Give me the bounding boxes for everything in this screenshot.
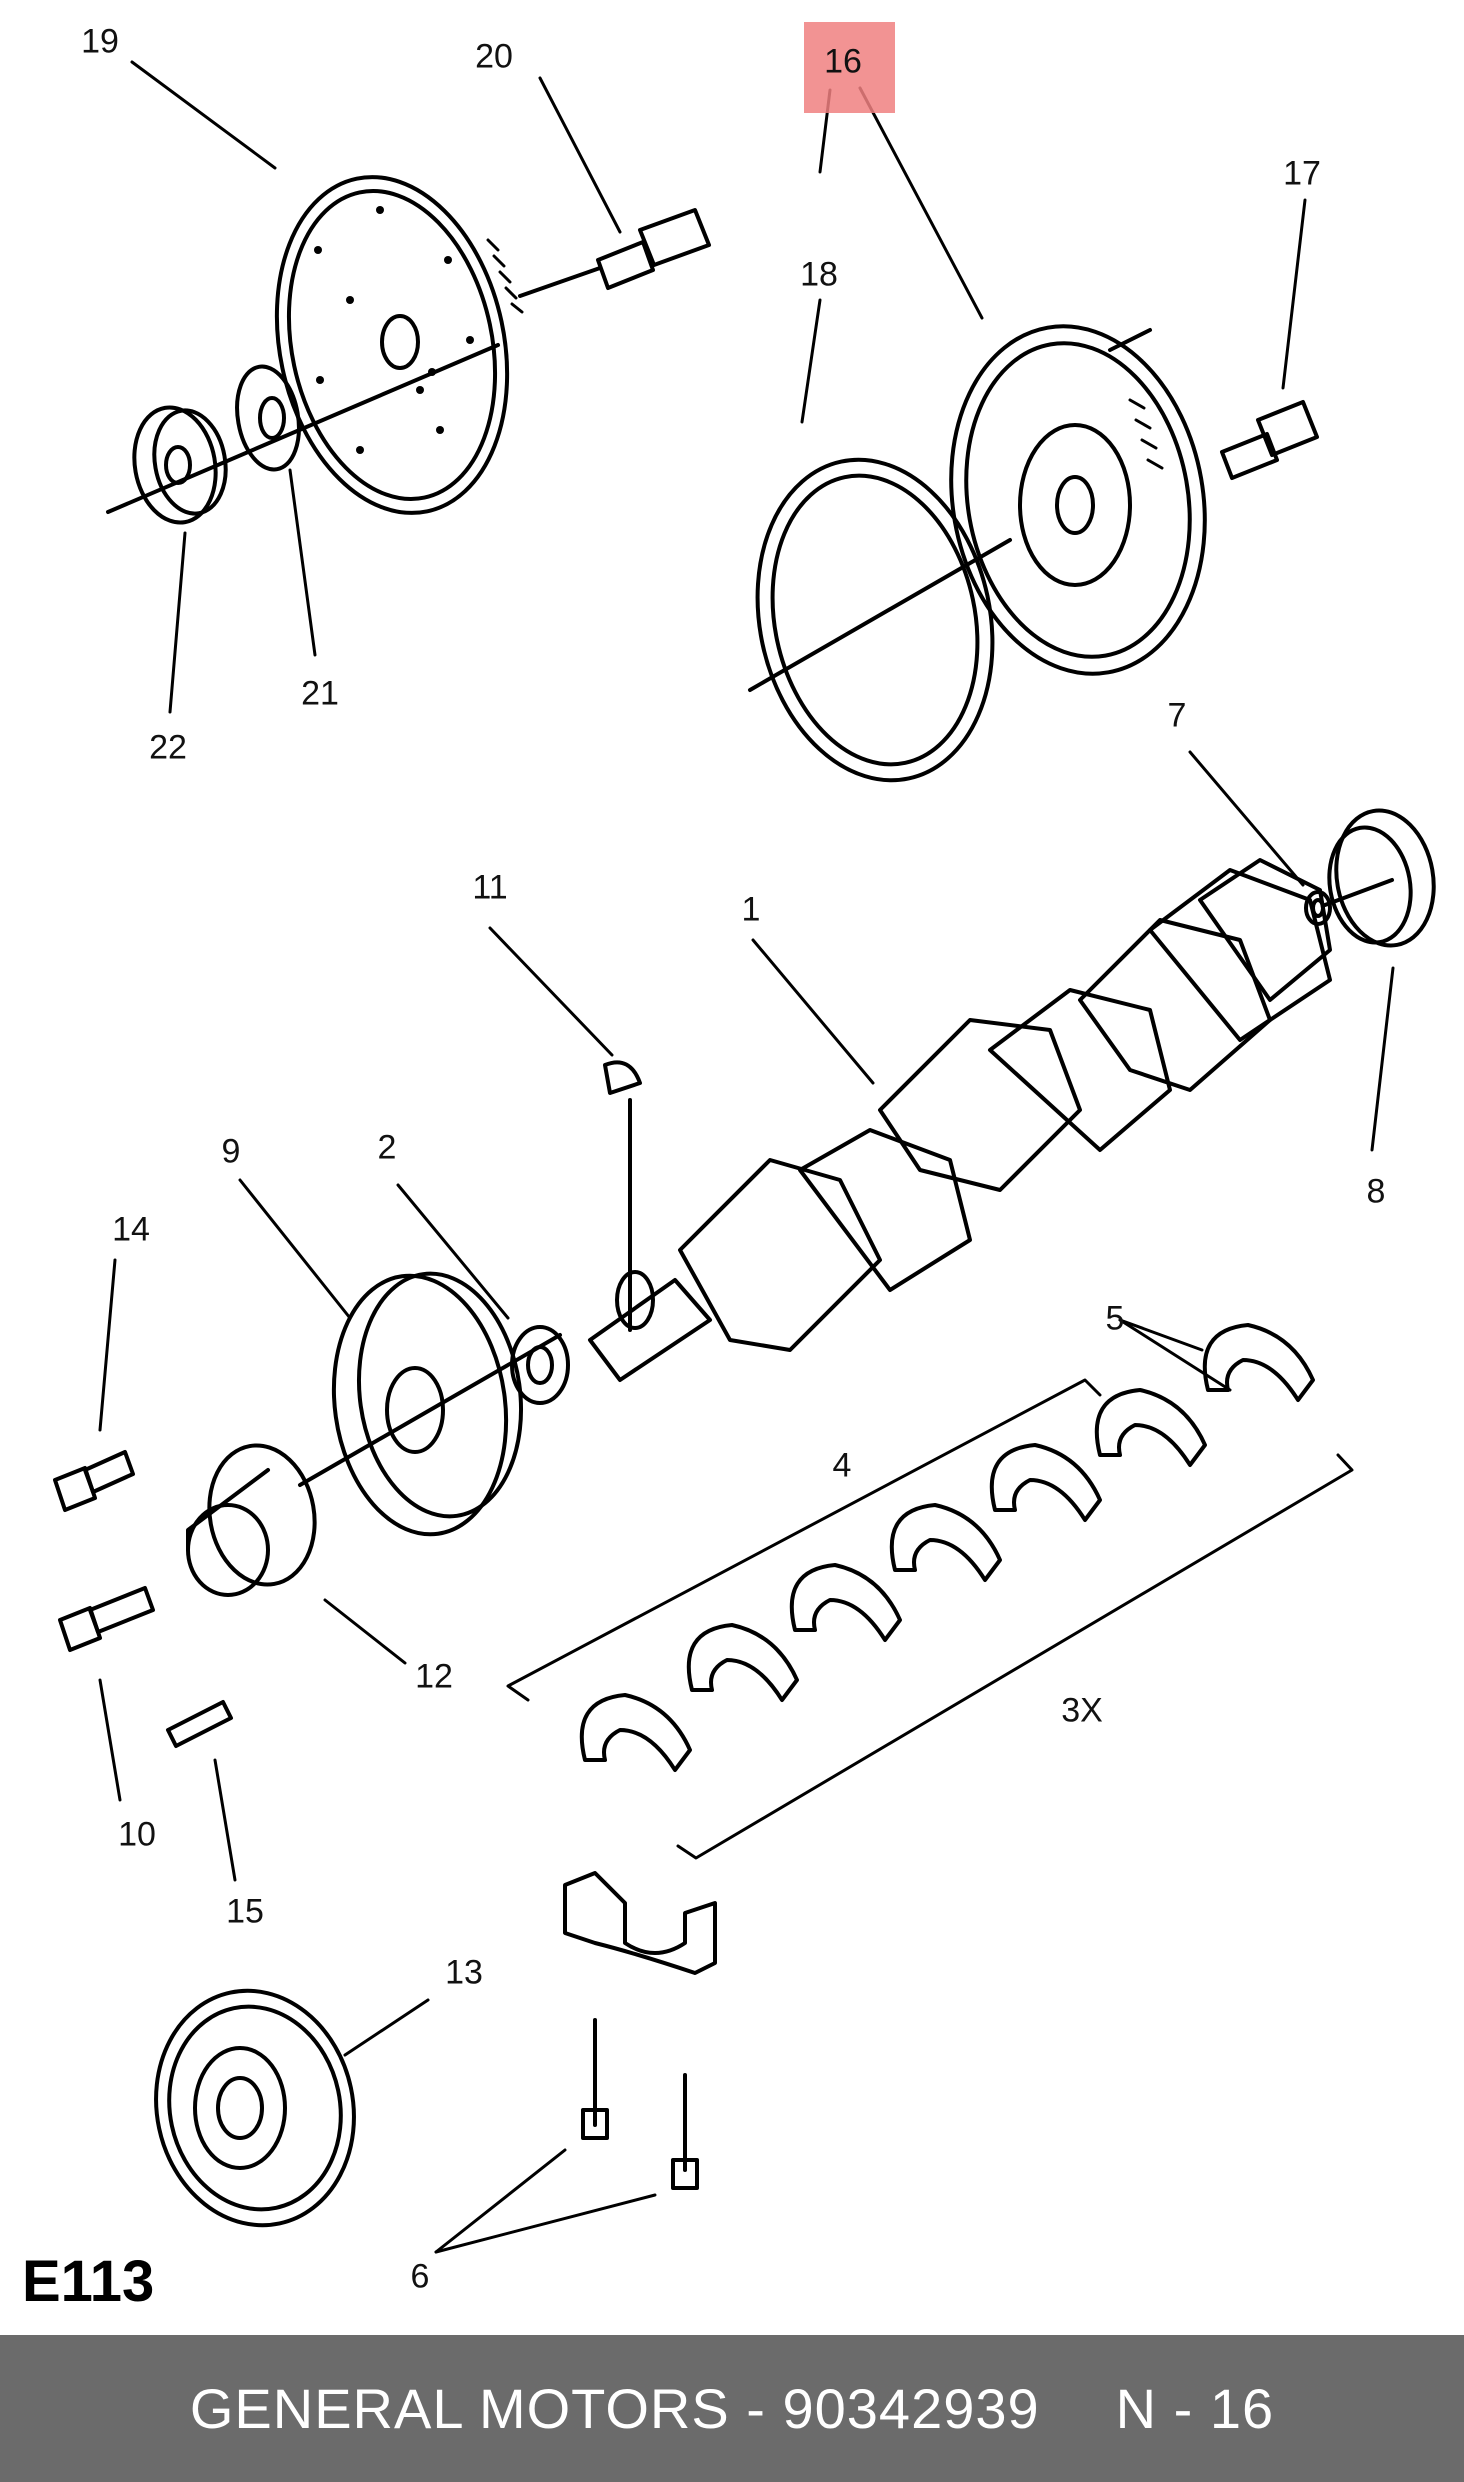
bolt-17: [1220, 400, 1319, 480]
washer-21: [235, 364, 301, 472]
bolt-20: [518, 208, 711, 298]
callout-3x: 3X: [1061, 1691, 1103, 1730]
seal-8: [1323, 808, 1436, 948]
highlight-box: [804, 22, 895, 113]
key-15: [166, 1700, 233, 1748]
callout-1: 1: [741, 890, 761, 929]
callout-15: 15: [226, 1892, 264, 1931]
callout-20: 20: [475, 37, 513, 76]
callout-17: 17: [1283, 154, 1321, 193]
ring-gear-18: [755, 457, 995, 783]
pulley-9: [298, 1271, 562, 1537]
callout-4: 4: [832, 1446, 852, 1485]
flexplate-19: [106, 175, 524, 515]
bolt-14: [53, 1450, 135, 1512]
reluctor-gear-13: [154, 1988, 356, 2228]
footer-brand-part: GENERAL MOTORS - 90342939: [189, 2377, 1040, 2440]
callout-10: 10: [118, 1815, 156, 1854]
callout-7: 7: [1167, 696, 1187, 735]
exploded-parts-diagram: [53, 60, 1436, 2254]
bearing-shells-4: [579, 1323, 1315, 1772]
gear-2: [510, 1325, 570, 1405]
bearing-cap-6: [563, 1871, 717, 2190]
footer-position-ref: N - 16: [1115, 2377, 1275, 2440]
bushing-7: [1304, 890, 1332, 926]
crankshaft-1: [588, 858, 1332, 1382]
footer-bar: GENERAL MOTORS - 90342939 N - 16: [0, 2335, 1464, 2482]
leader-lines: [98, 60, 1395, 2254]
diagram-id-label: E113: [22, 2249, 155, 2314]
callout-8: 8: [1366, 1172, 1386, 1211]
callout-12: 12: [415, 1657, 453, 1696]
callout-2: 2: [377, 1128, 397, 1167]
callout-22: 22: [149, 728, 187, 767]
hub-12: [186, 1443, 317, 1597]
callout-6: 6: [410, 2257, 430, 2296]
callout-19: 19: [81, 22, 119, 61]
spacer-22: [132, 405, 228, 525]
bolt-10: [58, 1586, 155, 1652]
callout-21: 21: [301, 674, 339, 713]
callout-11: 11: [472, 868, 508, 907]
bearing-bracket: [506, 1378, 1354, 1860]
callout-14: 14: [112, 1210, 150, 1249]
callout-16: 16: [824, 42, 862, 81]
callout-13: 13: [445, 1953, 483, 1992]
callout-5: 5: [1105, 1299, 1125, 1338]
callout-18: 18: [800, 255, 838, 294]
callout-9: 9: [221, 1132, 241, 1171]
